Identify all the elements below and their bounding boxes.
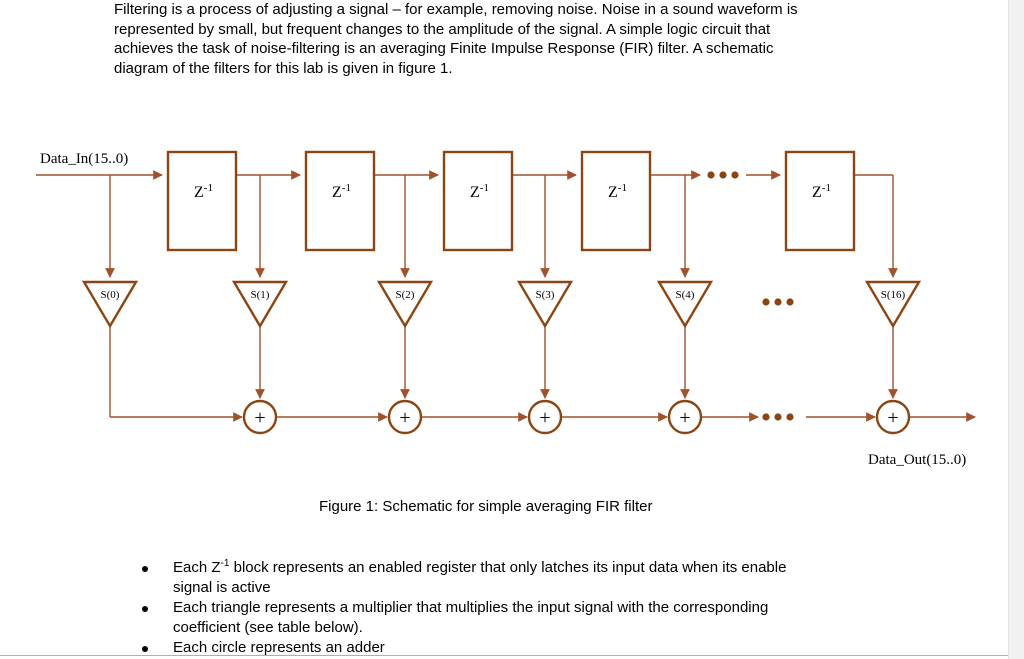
multiplier-triangle bbox=[864, 280, 922, 329]
adder: + bbox=[527, 399, 563, 435]
delay-blocks: Z-1 Z-1 Z-1 Z-1 Z-1 bbox=[166, 150, 856, 252]
multiplier: S(0) bbox=[81, 280, 139, 329]
adder-circle bbox=[242, 399, 278, 435]
adder-symbol: + bbox=[887, 407, 898, 429]
multiplier: S(16) bbox=[864, 280, 922, 329]
intro-paragraph: Filtering is a process of adjusting a si… bbox=[114, 0, 904, 78]
adder-symbol: + bbox=[539, 407, 550, 429]
adder-symbol: + bbox=[679, 407, 690, 429]
multiplier: S(4) bbox=[656, 280, 714, 329]
bullet-text-continued: signal is active bbox=[173, 578, 271, 596]
coefficient-label: S(16) bbox=[881, 289, 906, 301]
bullet-dot bbox=[142, 646, 148, 652]
multiplier: S(2) bbox=[376, 280, 434, 329]
sum-ellipsis bbox=[762, 413, 794, 421]
delay-label: Z-1 bbox=[470, 182, 489, 201]
coefficient-label: S(2) bbox=[396, 289, 415, 301]
delay-exponent: -1 bbox=[822, 182, 831, 194]
delay-exponent: -1 bbox=[204, 182, 213, 194]
bullet-text: Each Z-1 block represents an enabled reg… bbox=[173, 558, 898, 578]
multiplier-ellipsis bbox=[762, 298, 794, 306]
delay-label: Z-1 bbox=[332, 182, 351, 201]
multiplier-triangle bbox=[231, 280, 289, 329]
dot bbox=[762, 298, 770, 306]
delay-exponent: -1 bbox=[618, 182, 627, 194]
intro-line: diagram of the filters for this lab is g… bbox=[114, 59, 453, 77]
list-item: Each triangle represents a multiplier th… bbox=[138, 598, 898, 637]
bullet-list: Each Z-1 block represents an enabled reg… bbox=[138, 558, 898, 659]
dot bbox=[786, 413, 794, 421]
bullet-text: Each triangle represents a multiplier th… bbox=[173, 599, 769, 616]
bullet-text-part: Each Z bbox=[173, 559, 221, 576]
bus-ellipsis bbox=[707, 171, 739, 179]
delay-exponent: -1 bbox=[480, 182, 489, 194]
dot bbox=[762, 413, 770, 421]
superscript: -1 bbox=[220, 558, 230, 569]
delay-label: Z-1 bbox=[194, 182, 213, 201]
delay-exponent: -1 bbox=[342, 182, 351, 194]
continuation-dots bbox=[707, 171, 794, 421]
delay-block: Z-1 bbox=[784, 150, 856, 252]
dot bbox=[774, 298, 782, 306]
multiplier: S(3) bbox=[516, 280, 574, 329]
multiplier-triangle bbox=[656, 280, 714, 329]
list-item: Each circle represents an adder bbox=[138, 638, 898, 658]
multipliers: S(0) S(1) S(2) S(3) S(4) S(16) bbox=[81, 280, 922, 329]
adder-symbol: + bbox=[399, 407, 410, 429]
adder-circle bbox=[875, 399, 911, 435]
adders: + + + + + bbox=[242, 399, 911, 435]
coefficient-label: S(3) bbox=[536, 289, 555, 301]
adder-circle bbox=[387, 399, 423, 435]
adder: + bbox=[667, 399, 703, 435]
delay-block-outline bbox=[304, 150, 376, 252]
delay-block: Z-1 bbox=[304, 150, 376, 252]
delay-block-outline bbox=[166, 150, 238, 252]
input-label: Data_In(15..0) bbox=[40, 151, 128, 167]
delay-block-outline bbox=[580, 150, 652, 252]
coefficient-label: S(1) bbox=[251, 289, 270, 301]
dot bbox=[774, 413, 782, 421]
bullet-text-part: block represents an enabled register tha… bbox=[229, 559, 787, 576]
delay-block: Z-1 bbox=[580, 150, 652, 252]
intro-line: Filtering is a process of adjusting a si… bbox=[114, 1, 798, 18]
adder-circle bbox=[667, 399, 703, 435]
adder: + bbox=[875, 399, 911, 435]
coefficient-label: S(4) bbox=[676, 289, 695, 301]
list-item: Each Z-1 block represents an enabled reg… bbox=[138, 558, 898, 597]
multiplier-triangle bbox=[376, 280, 434, 329]
multiplier: S(1) bbox=[231, 280, 289, 329]
output-label: Data_Out(15..0) bbox=[868, 452, 966, 468]
bullet-dot bbox=[142, 606, 148, 612]
dot bbox=[786, 298, 794, 306]
vertical-scrollbar[interactable] bbox=[1008, 0, 1024, 659]
bullet-dot bbox=[142, 566, 148, 572]
delay-block-outline bbox=[784, 150, 856, 252]
dot bbox=[719, 171, 727, 179]
coefficient-label: S(0) bbox=[101, 289, 120, 301]
multiplier-triangle bbox=[81, 280, 139, 329]
adder-circle bbox=[527, 399, 563, 435]
adder: + bbox=[242, 399, 278, 435]
intro-line: achieves the task of noise-filtering is … bbox=[114, 40, 774, 57]
delay-block: Z-1 bbox=[166, 150, 238, 252]
bullet-text-continued: coefficient (see table below). bbox=[173, 618, 363, 636]
dot bbox=[707, 171, 715, 179]
dot bbox=[731, 171, 739, 179]
bullet-text: Each circle represents an adder bbox=[173, 639, 385, 656]
adder: + bbox=[387, 399, 423, 435]
figure-caption: Figure 1: Schematic for simple averaging… bbox=[319, 498, 653, 515]
multiplier-triangle bbox=[516, 280, 574, 329]
delay-label: Z-1 bbox=[608, 182, 627, 201]
intro-line: represented by small, but frequent chang… bbox=[114, 20, 771, 38]
delay-label: Z-1 bbox=[812, 182, 831, 201]
delay-block: Z-1 bbox=[442, 150, 514, 252]
delay-block-outline bbox=[442, 150, 514, 252]
adder-symbol: + bbox=[254, 407, 265, 429]
page-bottom-divider bbox=[0, 655, 1008, 656]
wires bbox=[36, 170, 976, 422]
